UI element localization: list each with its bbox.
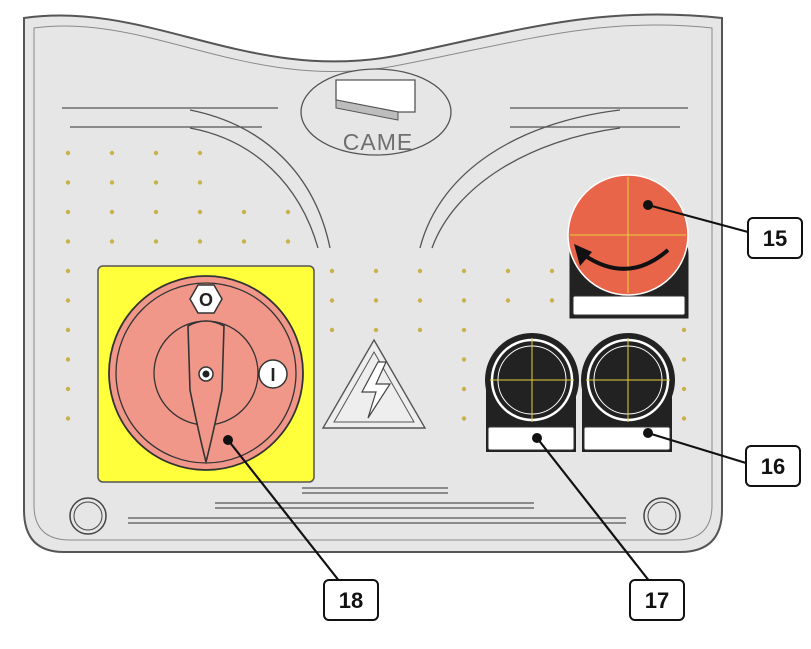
vent-dot <box>461 268 467 274</box>
bottom-rules <box>128 487 626 524</box>
vent-dot <box>373 268 379 274</box>
decorative-arcs <box>189 109 621 249</box>
push-button-right[interactable] <box>581 333 675 452</box>
leader-lines <box>227 203 749 583</box>
top-rules <box>62 107 688 128</box>
callout-15: 15 <box>747 217 803 259</box>
vent-dot <box>373 327 379 333</box>
vent-dot <box>65 386 71 392</box>
vent-dot <box>153 180 159 185</box>
vent-dot <box>505 268 511 274</box>
vent-dot <box>329 327 335 333</box>
brand-logo-text: CAME <box>343 129 413 155</box>
rotate-arrow-icon <box>582 248 670 271</box>
vent-dot <box>65 327 71 333</box>
panel-inner-border <box>33 24 713 541</box>
vent-dot <box>461 386 467 392</box>
vent-dot <box>417 298 423 303</box>
vent-dot <box>285 239 291 244</box>
mounting-screw-right <box>643 497 681 535</box>
vent-dot <box>197 180 203 185</box>
push-button-left-label-plate <box>487 426 575 451</box>
vent-dot <box>681 386 687 392</box>
vent-dot <box>285 209 291 215</box>
vent-dot <box>109 209 115 215</box>
isolator-handle[interactable] <box>187 320 225 463</box>
ventilation-dots <box>65 150 687 421</box>
vent-dot <box>65 298 71 303</box>
high-voltage-warning-icon <box>321 338 427 429</box>
callout-16: 16 <box>745 445 801 487</box>
brand-logo: CAME <box>300 68 452 156</box>
callout-17: 17 <box>629 579 685 621</box>
vent-dot <box>505 298 511 303</box>
power-on-i-icon: I <box>258 359 288 389</box>
callout-17-label: 17 <box>645 588 669 613</box>
vent-dot <box>417 268 423 274</box>
on-symbol: I <box>270 365 275 385</box>
vent-dot <box>681 357 687 362</box>
vent-dot <box>461 416 467 421</box>
rotate-arrow-head <box>574 244 592 266</box>
vent-dot <box>329 298 335 303</box>
vent-dot <box>109 180 115 185</box>
vent-dot <box>65 268 71 274</box>
vent-dot <box>681 327 687 333</box>
vent-dot <box>461 357 467 362</box>
callout-18-label: 18 <box>339 588 363 613</box>
power-off-o-icon: O <box>189 284 223 314</box>
vent-dot <box>65 416 71 421</box>
stop-button-label-plate <box>572 295 686 316</box>
vent-dot <box>197 239 203 244</box>
vent-dot <box>65 150 71 156</box>
vent-dot <box>65 180 71 185</box>
push-button-left[interactable] <box>485 333 579 452</box>
callout-16-label: 16 <box>761 454 785 479</box>
callout-18: 18 <box>323 579 379 621</box>
vent-dot <box>373 298 379 303</box>
leader-dots <box>223 200 653 445</box>
vent-dot <box>65 357 71 362</box>
callout-15-label: 15 <box>763 226 787 251</box>
vent-dot <box>461 298 467 303</box>
off-symbol: O <box>199 290 213 310</box>
vent-dot <box>549 268 555 274</box>
vent-dot <box>153 150 159 156</box>
vent-dot <box>241 239 247 244</box>
isolator-knob-ring <box>115 282 297 464</box>
vent-dot <box>197 209 203 215</box>
vent-dot <box>65 239 71 244</box>
vent-dot <box>109 150 115 156</box>
mounting-screw-left <box>69 497 107 535</box>
push-button-right-label-plate <box>583 426 671 451</box>
isolator-pivot-dot <box>202 370 210 378</box>
vent-dot <box>65 209 71 215</box>
vent-dot <box>197 150 203 156</box>
vent-dot <box>329 268 335 274</box>
vent-dot <box>549 298 555 303</box>
main-isolator-switch[interactable]: O I <box>97 265 315 483</box>
vent-dot <box>461 327 467 333</box>
vent-dot <box>153 239 159 244</box>
vent-dot <box>109 239 115 244</box>
vent-dot <box>153 209 159 215</box>
vent-dot <box>417 327 423 333</box>
emergency-stop-button[interactable] <box>567 174 689 319</box>
vent-dot <box>241 209 247 215</box>
vent-dot <box>681 416 687 421</box>
